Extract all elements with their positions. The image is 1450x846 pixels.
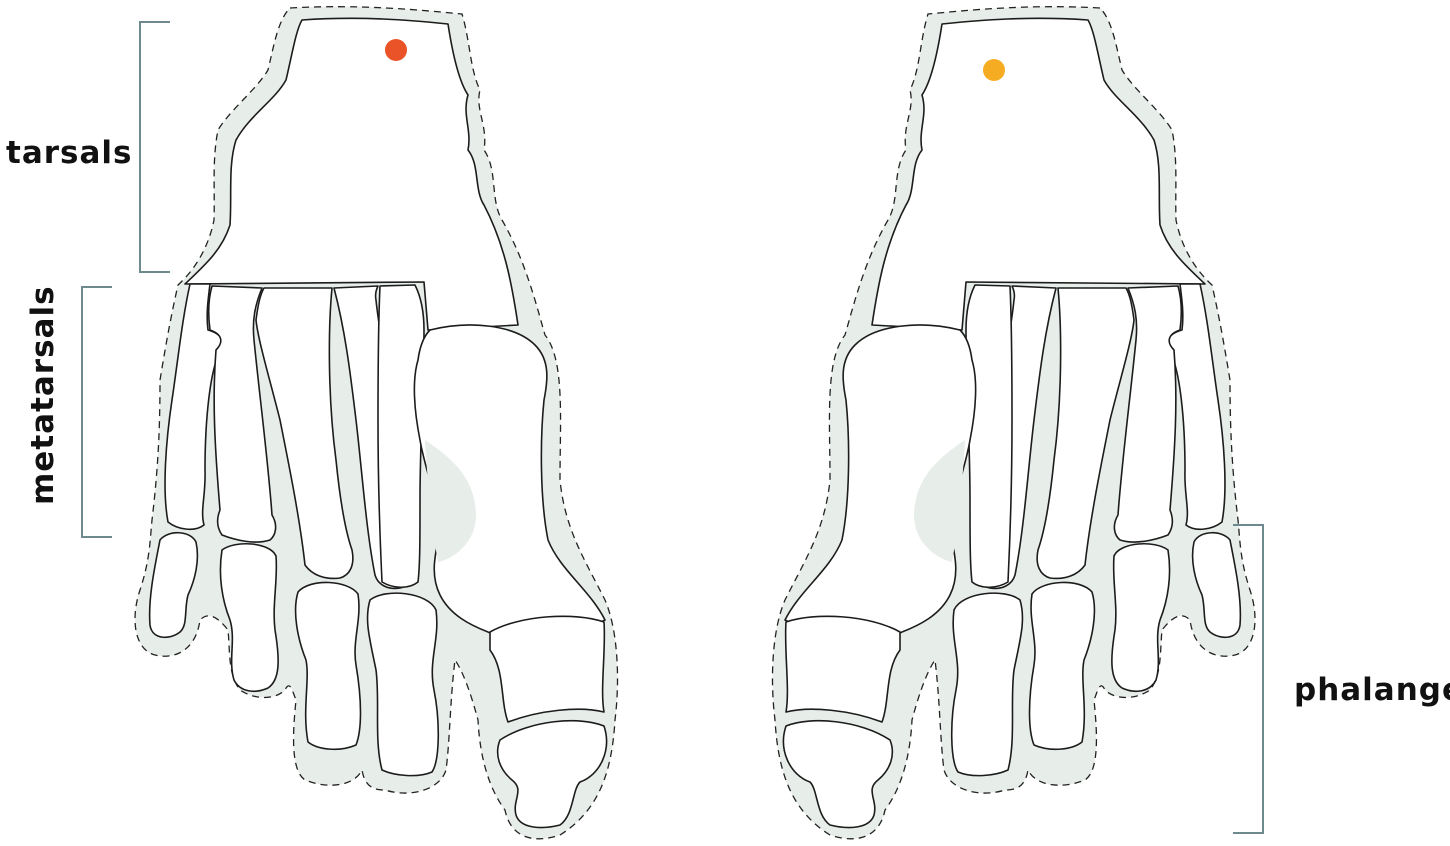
metatarsals-bracket [82, 287, 112, 537]
phalanges-label: phalanges [1294, 672, 1450, 708]
left-phalanx-2 [368, 593, 439, 775]
right-foot-marker [983, 59, 1005, 81]
tarsals-label: tarsals [6, 135, 132, 171]
right-metatarsal-2b [966, 285, 1012, 587]
right-phalanx-4 [1112, 544, 1170, 692]
right-phalanx-1-proximal [786, 616, 900, 722]
left-foot [135, 7, 618, 839]
left-metatarsal-2b [378, 285, 424, 587]
left-foot-marker [385, 39, 407, 61]
right-foot [772, 7, 1255, 839]
tarsals-bracket [140, 22, 170, 272]
right-phalanx-2 [952, 593, 1023, 775]
left-phalanx-4 [220, 544, 278, 692]
left-phalanx-1-proximal [490, 616, 604, 722]
metatarsals-label: metatarsals [25, 285, 61, 505]
